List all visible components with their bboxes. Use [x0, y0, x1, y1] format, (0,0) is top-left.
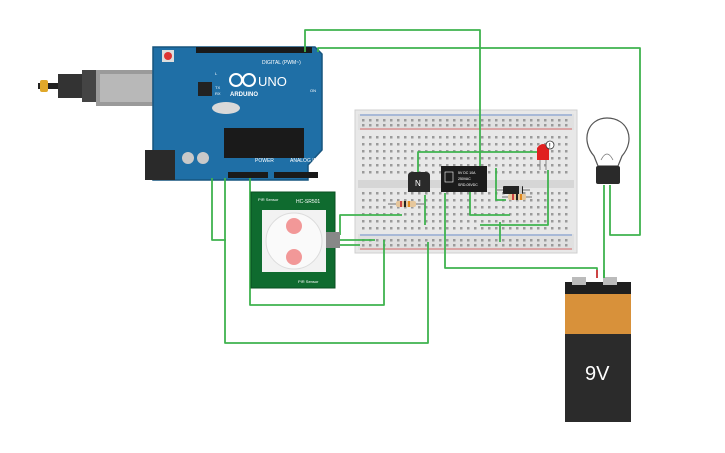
breadboard[interactable]	[354, 109, 578, 254]
relay[interactable]: 5V DC 10A 250VAC SRD-05VDC	[441, 166, 487, 192]
pir-footer: PIR Sensor	[298, 279, 319, 284]
red-led[interactable]: !	[537, 140, 555, 170]
analog-label: ANALOG IN	[290, 158, 318, 164]
digital-label: DIGITAL (PWM~)	[262, 60, 301, 66]
rx-label: RX	[215, 91, 221, 96]
l-label: L	[215, 71, 218, 76]
arduino-model: UNO	[258, 74, 287, 89]
light-bulb[interactable]	[586, 117, 630, 184]
arduino-logo-icon	[229, 73, 256, 87]
battery-9v[interactable]: 9V	[565, 270, 631, 422]
pir-model: HC-SR501	[296, 199, 320, 205]
usb-cable[interactable]	[38, 70, 156, 106]
transistor-label: N	[415, 179, 421, 188]
resistor-1[interactable]	[388, 201, 425, 207]
resistor-2[interactable]	[502, 194, 532, 200]
relay-text-2: 250VAC	[458, 177, 471, 181]
on-label: ON	[310, 88, 316, 93]
pir-brand: PIR Sensor	[258, 197, 279, 202]
diode[interactable]	[496, 186, 530, 194]
power-header	[228, 172, 268, 178]
relay-text-1: 5V DC 10A	[458, 171, 476, 175]
pir-sensor[interactable]: HC-SR501 PIR Sensor PIR Sensor	[250, 191, 340, 289]
power-label: POWER	[255, 158, 274, 164]
tx-label: TX	[215, 85, 220, 90]
pir-pins	[326, 232, 340, 248]
breadboard-holes	[362, 119, 568, 247]
arduino-brand: ARDUINO	[230, 92, 258, 98]
arduino-uno-board[interactable]: ARDUINO UNO DIGITAL (PWM~) POWER ANALOG …	[145, 46, 323, 181]
analog-header	[274, 172, 318, 178]
power-jack	[145, 150, 175, 180]
bulb-socket	[596, 166, 620, 184]
microcontroller-chip	[224, 128, 304, 158]
digital-header	[196, 47, 312, 53]
led-warning-symbol: !	[549, 143, 551, 149]
npn-transistor[interactable]: N	[408, 172, 430, 192]
battery-voltage-label: 9V	[585, 363, 610, 385]
relay-text-3: SRD-05VDC	[458, 183, 478, 187]
led-warning-icon	[545, 140, 555, 150]
